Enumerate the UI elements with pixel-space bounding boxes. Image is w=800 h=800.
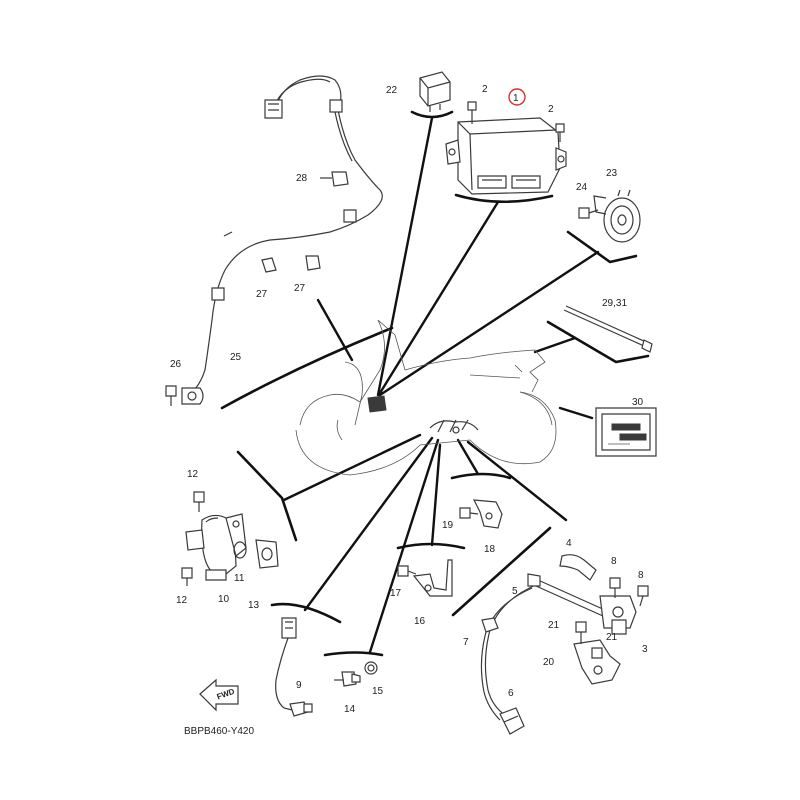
ecu-unit (445, 117, 567, 195)
callout-19: 19 (442, 520, 454, 531)
callout-10: 10 (218, 594, 230, 605)
callout-12: 12 (187, 469, 199, 480)
callout-21: 21 (548, 620, 560, 631)
stay-16 (412, 559, 453, 597)
callout-2: 2 (482, 84, 488, 95)
fwd-arrow-icon: FWD (199, 678, 239, 712)
callout-14: 14 (344, 704, 356, 715)
callout-6: 6 (508, 688, 514, 699)
callout-labels: 1 2 2 3 4 5 6 7 8 8 9 10 11 12 12 13 14 … (170, 84, 648, 715)
motorcycle-outline (295, 319, 557, 476)
callout-26: 26 (170, 359, 182, 370)
bolt-26 (165, 385, 177, 406)
callout-17: 17 (390, 588, 402, 599)
callout-15: 15 (372, 686, 384, 697)
callout-28: 28 (296, 173, 308, 184)
callout-22: 22 (386, 85, 398, 96)
callout-21: 21 (606, 632, 618, 643)
clip-27 (261, 255, 321, 273)
callout-18: 18 (484, 544, 496, 555)
callout-2: 2 (548, 104, 554, 115)
callout-12: 12 (176, 595, 188, 606)
callout-24: 24 (576, 182, 588, 193)
wire-harness (181, 75, 383, 405)
sensor-14 (334, 671, 361, 687)
gasket-13 (255, 539, 279, 569)
emblem (595, 407, 657, 457)
bolt-19 (459, 507, 479, 519)
callout-11: 11 (234, 573, 245, 584)
callout-25: 25 (230, 352, 242, 363)
bolt-17 (397, 565, 417, 577)
callout-20: 20 (543, 657, 555, 668)
callout-29-31: 29,31 (602, 298, 627, 309)
callout-8: 8 (638, 570, 644, 581)
callout-8: 8 (611, 556, 617, 567)
callout-4: 4 (566, 538, 572, 549)
callout-27: 27 (294, 283, 306, 294)
highlight-circle (508, 88, 526, 106)
callout-23: 23 (606, 168, 618, 179)
cable-tie (563, 305, 653, 353)
solenoid-valve (185, 513, 247, 581)
callout-30: 30 (632, 397, 644, 408)
washer-15 (364, 661, 378, 675)
bolt-2 (467, 101, 565, 142)
clip-28 (320, 171, 349, 187)
sensor-9 (275, 617, 313, 717)
bolt-24 (578, 207, 599, 219)
callout-16: 16 (414, 616, 426, 627)
horn (593, 189, 641, 243)
callout-5: 5 (512, 586, 518, 597)
hose-assembly (480, 554, 649, 735)
relay (419, 71, 451, 112)
callout-3: 3 (642, 644, 648, 655)
callout-27: 27 (256, 289, 268, 300)
callout-13: 13 (248, 600, 260, 611)
bolt-12 (181, 491, 205, 586)
bracket-lines (220, 110, 650, 657)
diagram-code: BBPB460-Y420 (184, 726, 254, 737)
o-ring-11 (233, 541, 247, 559)
callout-9: 9 (296, 680, 302, 691)
stay-18 (472, 499, 503, 529)
callout-7: 7 (463, 637, 469, 648)
callout-1: 1 (513, 93, 519, 104)
